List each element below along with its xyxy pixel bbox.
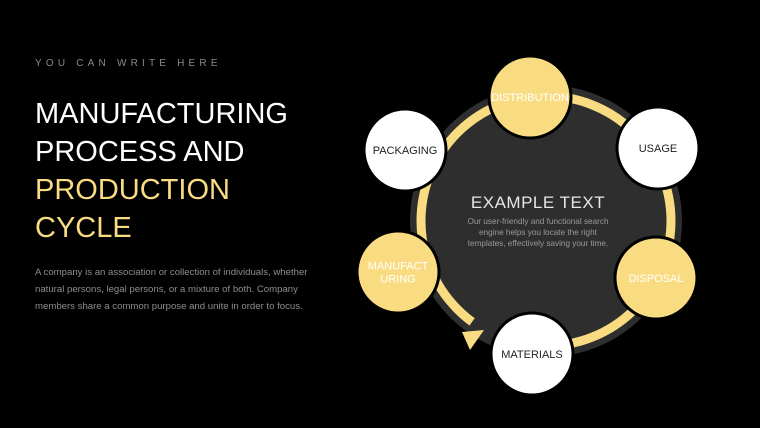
cycle-node-label: MANUFACT [368, 261, 429, 273]
cycle-node-circle [489, 311, 575, 397]
title-line-1: MANUFACTURING [35, 98, 288, 130]
cycle-node-circle [355, 229, 441, 315]
center-body-line-3: templates, effectively saving your time. [468, 239, 608, 248]
cycle-node-manufacturing: MANUFACTURING [355, 229, 441, 315]
title-highlight-line-2: CYCLE [35, 212, 132, 244]
center-title: EXAMPLE TEXT [471, 193, 605, 212]
cycle-node-label: URING [380, 274, 415, 286]
cycle-node-disposal: DISPOSAL [613, 235, 699, 321]
title-line-2: PROCESS AND [35, 136, 245, 168]
page-title: MANUFACTURING PROCESS AND PRODUCTION CYC… [35, 95, 288, 247]
cycle-node-label: MATERIALS [501, 349, 563, 361]
center-disc [410, 85, 682, 357]
cycle-node-circle [487, 54, 573, 140]
cycle-node-label: USAGE [639, 143, 678, 155]
center-body-line-2: engine helps you locate the right [479, 228, 598, 237]
cycle-node-usage: USAGE [615, 105, 701, 191]
cycle-node-circle [615, 105, 701, 191]
cycle-node-circle [362, 107, 448, 193]
eyebrow-text: YOU CAN WRITE HERE [35, 58, 222, 69]
cycle-node-materials: MATERIALS [489, 311, 575, 397]
cycle-node-distribution: DISTRIBUTION [487, 54, 573, 140]
cycle-node-label: DISTRIBUTION [491, 92, 569, 104]
description-paragraph: A company is an association or collectio… [35, 267, 308, 312]
cycle-node-label: PACKAGING [373, 145, 438, 157]
cycle-node-packaging: PACKAGING [362, 107, 448, 193]
title-highlight-line-1: PRODUCTION [35, 174, 230, 206]
cycle-node-circle [613, 235, 699, 321]
cycle-nodes: DISTRIBUTION USAGE DISPOSAL MATERIALS MANUFA… [355, 54, 701, 397]
cycle-arrow-icon [462, 330, 484, 350]
center-body-line-1: Our user-friendly and functional search [467, 217, 609, 226]
cycle-node-label: DISPOSAL [628, 273, 683, 285]
